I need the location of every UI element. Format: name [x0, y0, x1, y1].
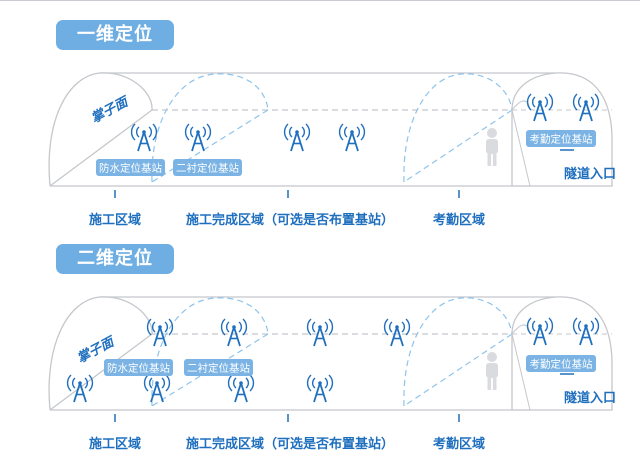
region-label-attendance-1d: 考勤区域: [433, 212, 485, 228]
tunnel-entrance-label-1d: 隧道入口: [564, 166, 616, 182]
station-label-attendance-1d: 考勤定位基站: [530, 133, 593, 146]
station-badge-waterproof-1d: [96, 159, 165, 176]
antenna-icon: [130, 123, 158, 152]
tunnel-face-label-1d: 掌子面: [88, 93, 133, 127]
top-divider: [0, 0, 640, 1]
antenna-icon: [306, 374, 334, 403]
antenna-icon: [227, 374, 255, 403]
tunnel-entrance-label-2d: 隧道入口: [564, 390, 616, 406]
region-label-completed-2d: 施工完成区域（可选是否布置基站）: [186, 436, 394, 452]
station-label-lining-2d: 二衬定位基站: [187, 362, 250, 375]
station-badge-attendance-2d: [526, 355, 596, 372]
station-badge-lining-2d: [184, 359, 253, 376]
person-icon: [486, 128, 498, 166]
antenna-icon: [220, 318, 248, 347]
station-label-waterproof-1d: 防水定位基站: [99, 162, 162, 175]
region-label-completed-1d: 施工完成区域（可选是否布置基站）: [186, 212, 394, 228]
antenna-icon: [383, 318, 411, 347]
section-title-2d: 二维定位: [56, 244, 174, 274]
antenna-icon: [283, 123, 311, 152]
antenna-icon: [338, 123, 366, 152]
antenna-icon: [306, 318, 334, 347]
station-label-waterproof-2d: 防水定位基站: [107, 362, 170, 375]
station-label-lining-1d: 二衬定位基站: [176, 162, 239, 175]
region-label-construction-1d: 施工区域: [89, 212, 141, 228]
region-label-construction-2d: 施工区域: [89, 436, 141, 452]
antenna-icon: [184, 123, 212, 152]
section-title-1d: 一维定位: [56, 20, 174, 50]
station-badge-lining-1d: [173, 159, 242, 176]
tunnel-2d: [48, 296, 613, 411]
station-badge-waterproof-2d: [104, 359, 173, 376]
station-label-attendance-2d: 考勤定位基站: [530, 358, 593, 371]
person-icon: [486, 352, 498, 390]
region-label-attendance-2d: 考勤区域: [433, 436, 485, 452]
station-badge-attendance-1d: [526, 130, 596, 147]
antenna-icon: [66, 374, 94, 403]
antenna-icon: [146, 318, 174, 347]
